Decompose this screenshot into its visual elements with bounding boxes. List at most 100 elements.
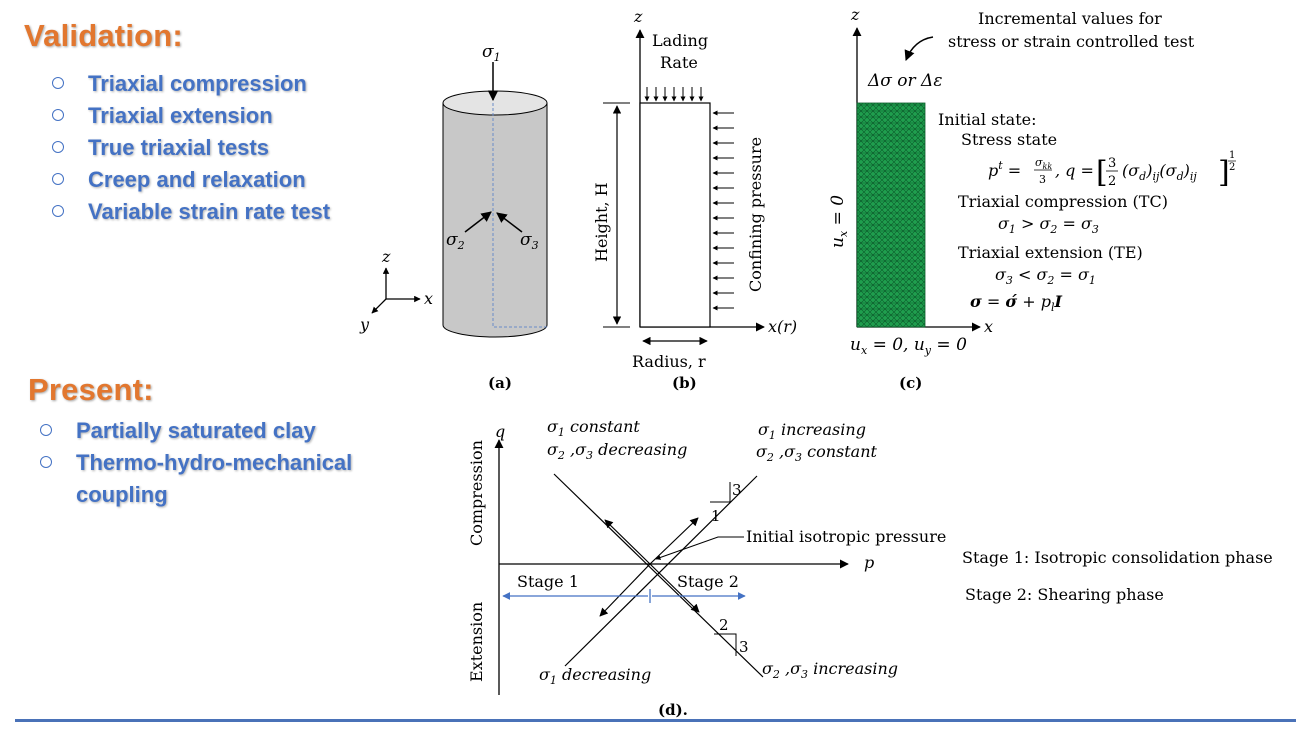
- panel-c: z x Incremental values for stress or str…: [828, 5, 1236, 392]
- specimen-rect: [639, 102, 711, 328]
- sigma2-arrow: [464, 211, 492, 233]
- slope-triangle-1: [710, 482, 731, 503]
- tl-label-1: σ1 constant: [547, 417, 640, 439]
- loading-arrows: [644, 87, 704, 102]
- slope2-rise: 3: [739, 638, 749, 656]
- bullet-icon: [52, 109, 64, 121]
- list-item: Partially saturated clay: [40, 415, 400, 447]
- panel-d: q p Compression Extension 3 1 2 3 Initia…: [467, 417, 1273, 719]
- tl-label-2: σ2 ,σ3 decreasing: [547, 440, 687, 462]
- loading-rate-label-1: Lading: [652, 31, 708, 50]
- sigma2-label: σ2: [446, 230, 465, 252]
- sigma3-label: σ3: [520, 230, 539, 252]
- svg-text:3: 3: [1039, 173, 1046, 186]
- caption-a: (a): [488, 374, 512, 392]
- slope1-run: 1: [711, 507, 721, 525]
- caption-d: (d).: [658, 701, 688, 719]
- path-line-decreasing-to-increasing: [553, 473, 764, 678]
- bullet-icon: [52, 141, 64, 153]
- bullet-icon: [52, 77, 64, 89]
- svg-text:3: 3: [1108, 156, 1116, 171]
- validation-heading: Validation:: [24, 18, 183, 53]
- initial-pressure-pointer: [655, 536, 744, 560]
- panel-a: σ1 σ2 σ3 z x y (a): [359, 42, 548, 392]
- te-condition: σ3 < σ2 = σ1: [995, 265, 1096, 287]
- svg-text:[: [: [1096, 155, 1108, 190]
- stage2-description: Stage 2: Shearing phase: [965, 585, 1164, 604]
- caption-b: (b): [672, 374, 697, 392]
- bl-label: σ1 decreasing: [539, 665, 651, 687]
- list-item: Thermo-hydro-mechanical coupling: [40, 447, 400, 511]
- axis-q-label: q: [495, 422, 505, 441]
- svg-text:(σd)ij(σd)ij: (σd)ij(σd)ij: [1122, 161, 1197, 183]
- svg-text:2: 2: [1108, 174, 1116, 189]
- stress-state-label: Stress state: [961, 130, 1057, 149]
- slope1-rise: 3: [732, 481, 742, 499]
- initial-isotropic-label: Initial isotropic pressure: [746, 527, 946, 546]
- svg-text:pt =: pt =: [988, 159, 1021, 180]
- tr-label-2: σ2 ,σ3 constant: [756, 442, 877, 464]
- ux-zero-label: ux = 0: [828, 195, 850, 248]
- compression-label: Compression: [467, 440, 486, 546]
- present-list: Partially saturated clay Thermo-hydro-me…: [40, 415, 400, 511]
- cylinder-top: [442, 90, 548, 116]
- axis-z-label: z: [381, 247, 391, 266]
- present-heading: Present:: [28, 372, 154, 407]
- sigma3-arrow: [496, 212, 523, 233]
- list-item: Creep and relaxation: [52, 164, 330, 196]
- svg-text:2: 2: [1229, 162, 1235, 173]
- axis-x-label: x: [424, 289, 433, 308]
- list-item: Triaxial compression: [52, 68, 330, 100]
- stage2-label: Stage 2: [677, 572, 739, 591]
- mesh-domain: [856, 102, 926, 328]
- increment-label: Δσ or Δε: [867, 71, 942, 91]
- sigma1-label: σ1: [482, 42, 501, 64]
- axis-z-label: z: [633, 7, 643, 26]
- effective-stress-eq: σ = σ́ + plI: [970, 292, 1063, 314]
- cylinder-body: [442, 102, 548, 338]
- axis-y-label: y: [359, 315, 370, 334]
- incremental-label-2: stress or strain controlled test: [948, 32, 1195, 51]
- axis-x-label: x: [984, 317, 993, 336]
- br-label: σ2 ,σ3 increasing: [762, 659, 898, 681]
- caption-c: (c): [899, 374, 922, 392]
- axis-xr-label: x(r): [768, 317, 797, 336]
- confining-arrows: [712, 110, 734, 311]
- incremental-label-1: Incremental values for: [978, 9, 1162, 28]
- extension-label: Extension: [467, 602, 486, 682]
- stage1-label: Stage 1: [517, 572, 579, 591]
- bottom-rule: [15, 719, 1296, 722]
- slope-triangle-2: [714, 633, 737, 656]
- bullet-icon: [52, 173, 64, 185]
- svg-text:σkk: σkk: [1035, 156, 1052, 171]
- path-arrow-tl: [604, 519, 651, 565]
- path-line-increasing-to-decreasing: [564, 475, 758, 667]
- svg-text:, q =: , q =: [1055, 161, 1094, 180]
- bottom-bc-label: ux = 0, uy = 0: [850, 335, 967, 357]
- te-label: Triaxial extension (TE): [958, 243, 1143, 262]
- curved-arrow: [904, 36, 934, 61]
- stage1-description: Stage 1: Isotropic consolidation phase: [962, 548, 1273, 567]
- axis-z-label: z: [850, 5, 860, 24]
- bullet-icon: [40, 456, 52, 468]
- tc-label: Triaxial compression (TC): [958, 192, 1168, 211]
- initial-state-label: Initial state:: [938, 110, 1037, 129]
- list-item: True triaxial tests: [52, 132, 330, 164]
- slope2-run: 2: [719, 616, 729, 634]
- tc-condition: σ1 > σ2 = σ3: [998, 214, 1099, 236]
- axis-p-label: p: [864, 553, 874, 572]
- path-arrow-br: [649, 563, 700, 613]
- loading-rate-label-2: Rate: [660, 53, 698, 72]
- panel-b: z x(r) Lading Rate: [592, 7, 797, 392]
- confining-pressure-label: Confining pressure: [746, 137, 765, 292]
- list-item: Triaxial extension: [52, 100, 330, 132]
- validation-list: Triaxial compression Triaxial extension …: [52, 68, 330, 228]
- svg-text:1: 1: [1229, 150, 1235, 161]
- axis-y-arrow: [371, 298, 387, 314]
- equation-p-q: pt = σkk 3 , q = [ 3 2 (σd)ij(σd)ij ] 1 …: [988, 150, 1236, 190]
- cylinder-axis-dashed: [492, 103, 547, 328]
- path-arrow-bl: [599, 563, 651, 617]
- radius-label: Radius, r: [632, 352, 706, 371]
- bullet-icon: [40, 424, 52, 436]
